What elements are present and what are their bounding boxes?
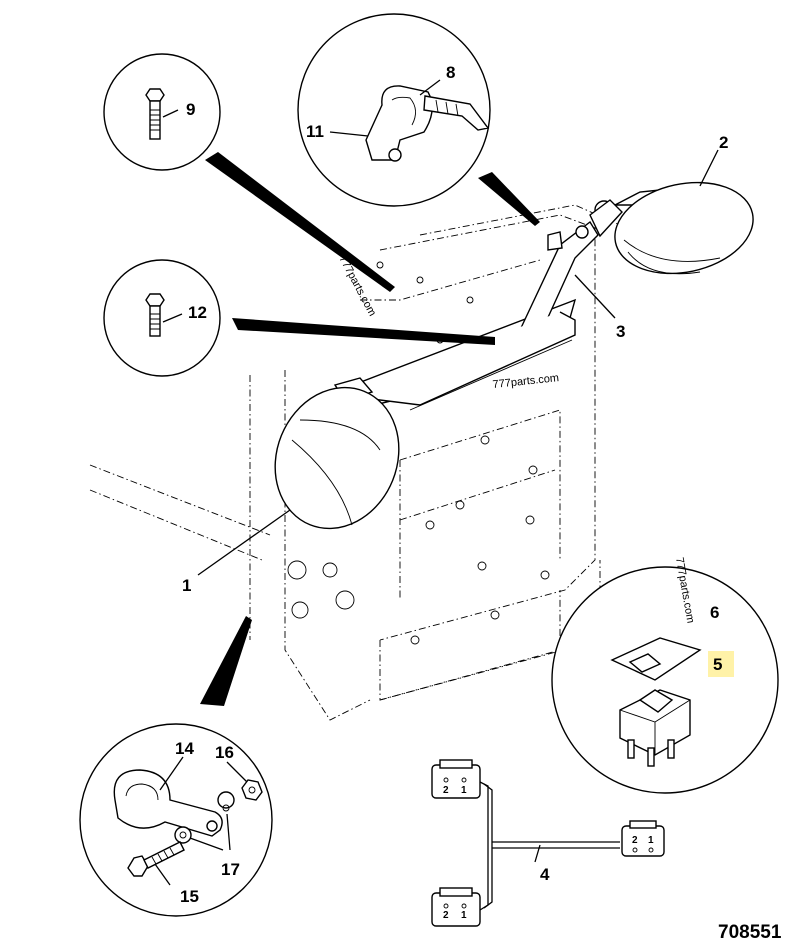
connector-top: 2 1 xyxy=(431,759,481,799)
callout-15: 15 xyxy=(180,887,199,906)
callout-8: 8 xyxy=(446,63,455,82)
detail-circle-bolt-12: 12 xyxy=(103,259,495,377)
callout-12: 12 xyxy=(188,303,207,322)
mirror-head-left xyxy=(274,377,400,530)
drawing-number: 708551 xyxy=(718,922,782,943)
detail-circle-switch-5-6: 6 xyxy=(551,566,779,794)
watermark-2: 777parts.com xyxy=(492,372,560,391)
callout-5-highlight xyxy=(708,651,734,677)
connector-bottom-pin-right: 1 xyxy=(461,910,467,921)
callout-11: 11 xyxy=(306,122,324,141)
callout-4: 4 xyxy=(540,865,550,884)
wiring-harness-4: 2 1 2 1 2 1 xyxy=(431,759,665,927)
connector-top-pin-right: 1 xyxy=(461,785,467,796)
callout-1: 1 xyxy=(182,576,191,595)
connector-bottom: 2 1 xyxy=(431,887,481,927)
connector-bottom-pin-left: 2 xyxy=(443,910,449,921)
callout-5: 5 xyxy=(713,655,722,674)
callout-17-lower: 17 xyxy=(221,860,240,879)
chassis-frame-dashed xyxy=(89,204,621,721)
callout-16: 16 xyxy=(215,743,234,762)
callout-14: 14 xyxy=(175,739,194,758)
callout-6: 6 xyxy=(710,603,719,622)
callout-9: 9 xyxy=(186,100,195,119)
connector-right-pin-right: 1 xyxy=(648,835,654,846)
connector-top-pin-left: 2 xyxy=(443,785,449,796)
detail-circle-bolt-9: 9 xyxy=(103,53,395,292)
detail-circle-strap-14-17: 14 16 17 15 xyxy=(79,616,273,917)
callout-3: 3 xyxy=(616,322,625,341)
mirror-head-right xyxy=(614,181,754,275)
detail-circle-clamp-8-11: 8 11 xyxy=(297,13,540,226)
callout-2: 2 xyxy=(719,133,728,152)
connector-right-pin-left: 2 xyxy=(632,835,638,846)
connector-right: 2 1 xyxy=(621,820,665,857)
